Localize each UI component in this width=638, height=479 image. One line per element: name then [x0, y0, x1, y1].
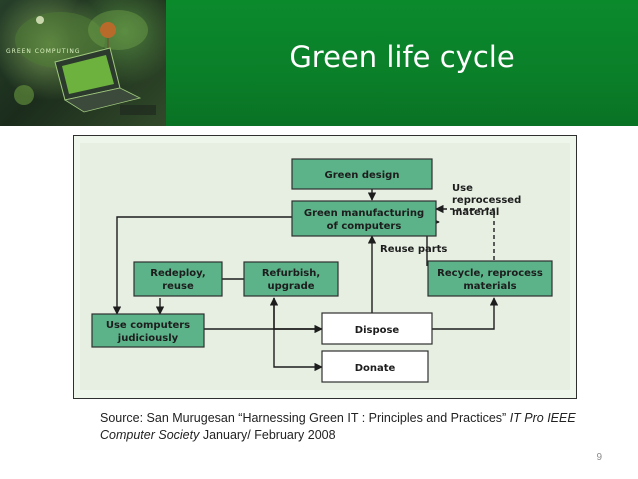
life-cycle-diagram: Green design Green manufacturing of comp… — [91, 158, 553, 383]
green-computing-photo: GREEN COMPUTING — [0, 0, 166, 126]
edge-dispose-to-recycle — [432, 297, 499, 330]
node-label-green-design: Green design — [325, 170, 400, 181]
diagram-node-redeploy: Redeploy, reuse — [133, 261, 223, 297]
edge-label-reprocessed: reprocessed — [452, 195, 521, 206]
laptop-illustration — [14, 10, 156, 115]
edge-dispose-to-refurbish — [269, 297, 322, 330]
node-box-recycle — [427, 260, 553, 297]
diagram-node-use-computers: Use computers judiciously — [91, 313, 205, 348]
node-box-refurbish — [243, 261, 339, 297]
caption-date: January/ February 2008 — [199, 428, 336, 442]
node-label-refurbish-1: Refurbish, — [262, 268, 320, 279]
diagram-node-green-manufacturing: Green manufacturing of computers — [291, 200, 437, 237]
diagram-frame: Green design Green manufacturing of comp… — [73, 135, 577, 399]
diagram-node-recycle: Recycle, reprocess materials — [427, 260, 553, 297]
node-label-recycle-2: materials — [463, 281, 516, 292]
diagram-node-refurbish: Refurbish, upgrade — [243, 261, 339, 297]
edge-label-reuse-parts: Reuse parts — [380, 244, 447, 255]
slide-header: GREEN COMPUTING Green life cycle — [0, 0, 638, 126]
node-box-green-manufacturing — [291, 200, 437, 237]
page-number: 9 — [596, 452, 602, 463]
edge-label-use: Use — [452, 183, 473, 194]
node-box-redeploy — [133, 261, 223, 297]
node-label-recycle-1: Recycle, reprocess — [437, 268, 543, 279]
source-caption: Source: San Murugesan “Harnessing Green … — [100, 410, 600, 444]
node-label-donate: Donate — [355, 363, 396, 374]
node-label-redeploy-1: Redeploy, — [150, 268, 205, 279]
node-box-use-computers — [91, 313, 205, 348]
edge-label-material: material — [452, 207, 499, 218]
node-box-green-design — [291, 158, 433, 190]
node-label-green-manufacturing-2: of computers — [327, 221, 402, 232]
caption-journal: IT Pro IEEE Computer Society — [100, 411, 576, 442]
node-label-refurbish-2: upgrade — [267, 281, 314, 292]
node-box-donate — [321, 350, 429, 383]
node-label-dispose: Dispose — [355, 325, 400, 336]
node-label-green-manufacturing-1: Green manufacturing — [304, 208, 424, 219]
node-box-dispose — [321, 312, 433, 345]
node-label-use-computers-1: Use computers — [106, 320, 190, 331]
edge-use-reprocessed-material — [435, 204, 495, 260]
node-label-redeploy-2: reuse — [162, 281, 194, 292]
diagram-node-dispose: Dispose — [321, 312, 433, 345]
diagram-node-green-design: Green design — [291, 158, 433, 190]
header-brand: GREEN COMPUTING — [6, 48, 81, 55]
node-label-use-computers-2: judiciously — [117, 333, 179, 344]
edge-label-use-reprocessed: Use reprocessed material — [452, 183, 521, 218]
edge-manufacturing-to-use — [112, 216, 292, 315]
caption-prefix: Source: San Murugesan “Harnessing Green … — [100, 411, 510, 425]
slide-title: Green life cycle — [289, 40, 515, 74]
diagram-node-donate: Donate — [321, 350, 429, 383]
edge-donate-link — [273, 298, 323, 372]
